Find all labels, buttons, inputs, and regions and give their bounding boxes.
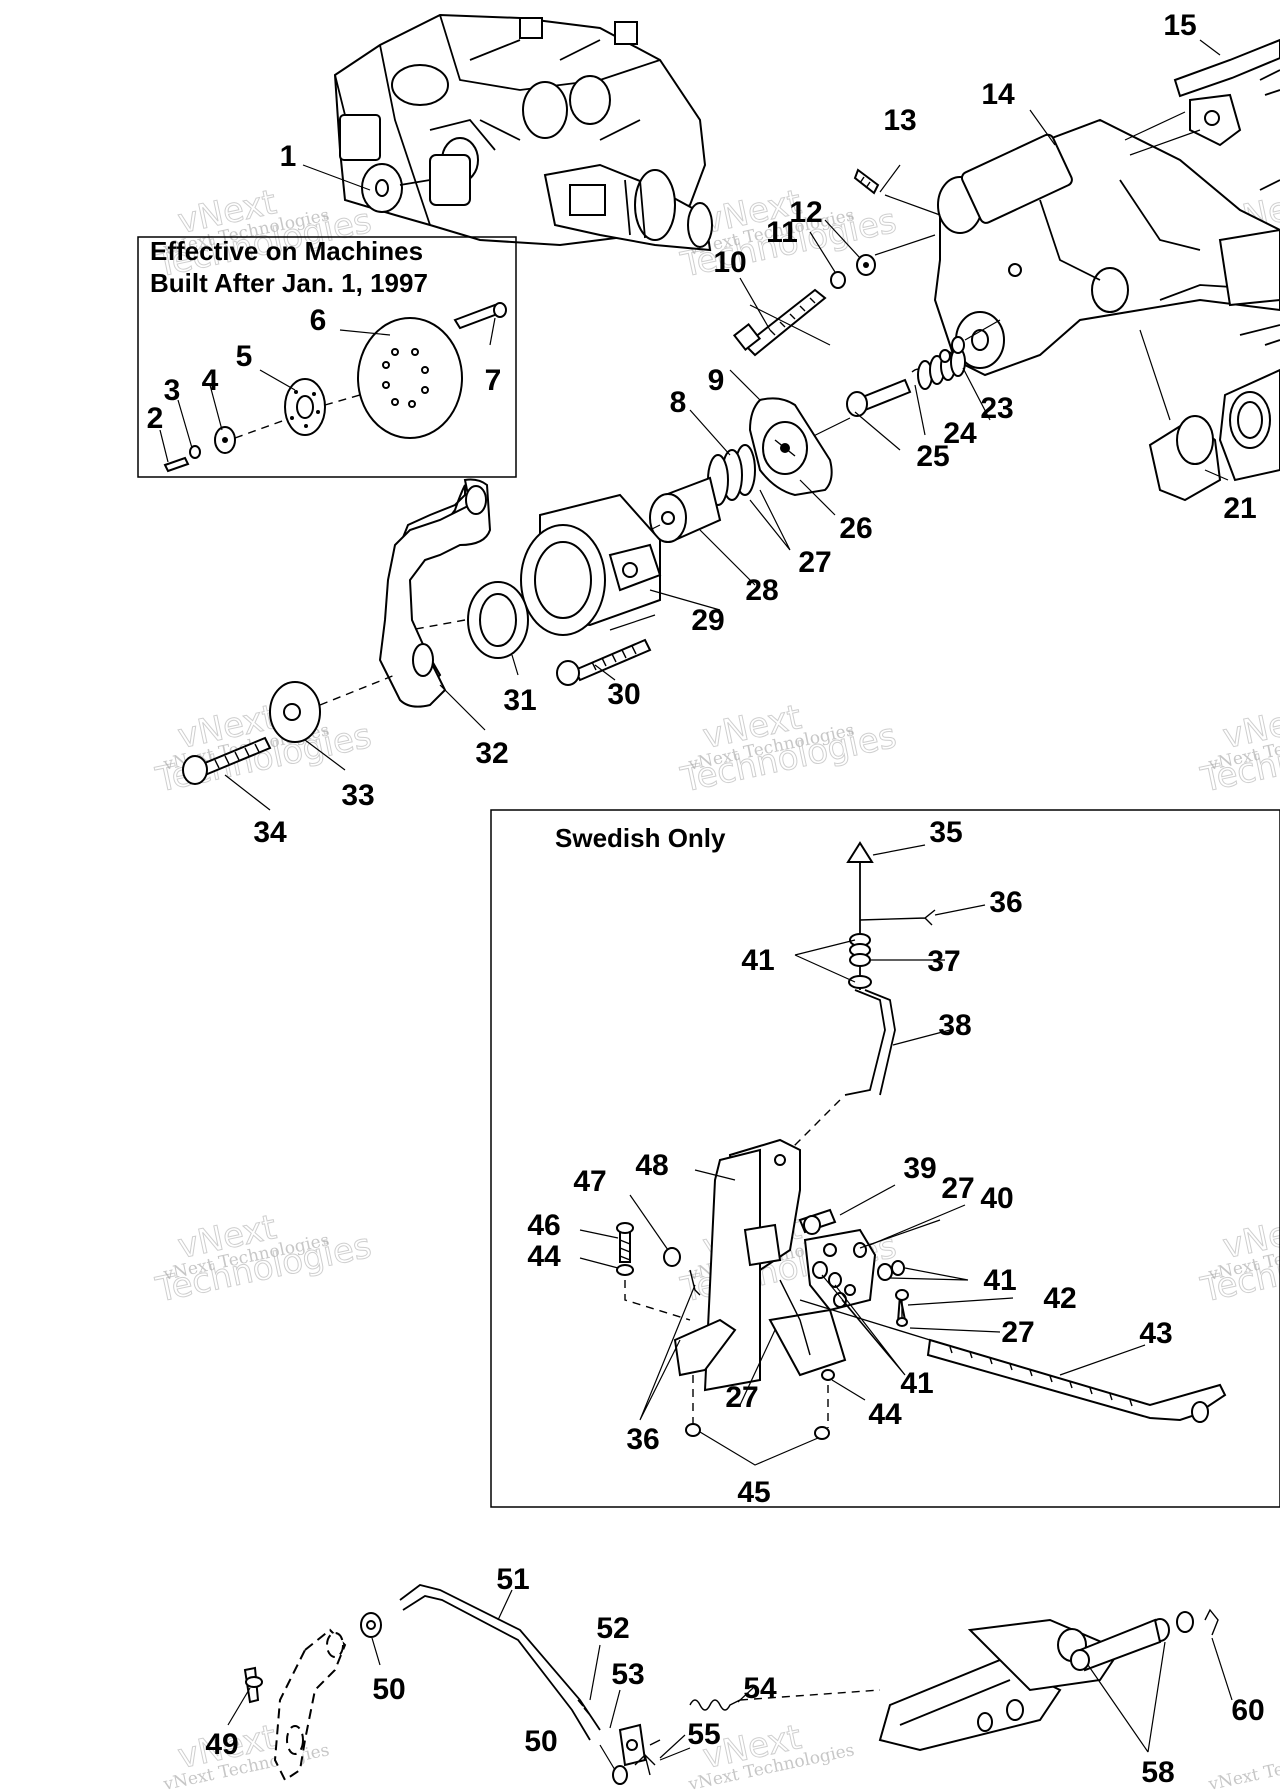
label-11: 11 bbox=[766, 216, 798, 249]
label-32: 32 bbox=[475, 737, 508, 770]
leader-lines bbox=[159, 39, 1233, 1771]
bottom-linkage-drawing bbox=[243, 1584, 1219, 1785]
label-48: 48 bbox=[635, 1149, 668, 1182]
label-13: 13 bbox=[883, 104, 916, 137]
label-43: 43 bbox=[1139, 1317, 1172, 1350]
label-53: 53 bbox=[611, 1658, 644, 1691]
label-2: 2 bbox=[147, 402, 164, 435]
label-47: 47 bbox=[573, 1165, 606, 1198]
pedal-notches bbox=[949, 1346, 1133, 1407]
label-26: 26 bbox=[839, 512, 872, 545]
label-23: 23 bbox=[980, 392, 1013, 425]
label-21: 21 bbox=[1223, 492, 1256, 525]
label-45: 45 bbox=[737, 1476, 770, 1509]
label-41: 41 bbox=[983, 1264, 1016, 1297]
part-32-lever bbox=[378, 478, 492, 708]
label-41: 41 bbox=[900, 1367, 933, 1400]
label-51: 51 bbox=[496, 1563, 529, 1596]
inset-swedish-only: Swedish Only bbox=[490, 809, 1280, 1508]
inset-title-line2: Built After Jan. 1, 1997 bbox=[150, 268, 428, 298]
parts-23-25-pin-spring bbox=[774, 319, 1001, 456]
watermark: vNext Technologies vNext Technologies bbox=[676, 182, 900, 286]
inset-border bbox=[137, 236, 517, 478]
label-46: 46 bbox=[527, 1209, 560, 1242]
label-6: 6 bbox=[310, 304, 327, 337]
label-29: 29 bbox=[691, 604, 724, 637]
label-41: 41 bbox=[741, 944, 774, 977]
label-50: 50 bbox=[372, 1673, 405, 1706]
watermark: vNext Technologies vNext Technologies bbox=[151, 1207, 375, 1311]
label-27: 27 bbox=[725, 1381, 758, 1414]
label-44: 44 bbox=[527, 1240, 561, 1273]
part-30-bolt bbox=[556, 614, 656, 686]
label-27: 27 bbox=[941, 1172, 974, 1205]
watermark-text: vNext Technologies bbox=[1206, 1740, 1280, 1792]
label-36: 36 bbox=[626, 1423, 659, 1456]
parts-27-28-8 bbox=[619, 444, 756, 546]
label-50: 50 bbox=[524, 1725, 557, 1758]
label-60: 60 bbox=[1231, 1694, 1264, 1727]
part-1-washer bbox=[361, 163, 431, 213]
label-37: 37 bbox=[927, 945, 960, 978]
label-54: 54 bbox=[743, 1672, 777, 1705]
label-9: 9 bbox=[708, 364, 725, 397]
label-14: 14 bbox=[981, 78, 1015, 111]
label-28: 28 bbox=[745, 574, 778, 607]
label-40: 40 bbox=[980, 1182, 1013, 1215]
label-15: 15 bbox=[1163, 9, 1196, 42]
label-42: 42 bbox=[1043, 1282, 1076, 1315]
part-21-cylinder bbox=[1139, 324, 1280, 502]
label-55: 55 bbox=[687, 1718, 720, 1751]
label-31: 31 bbox=[503, 684, 536, 717]
label-24: 24 bbox=[943, 417, 977, 450]
label-27: 27 bbox=[798, 546, 831, 579]
inset-title: Swedish Only bbox=[555, 823, 726, 853]
part-33-washer bbox=[269, 674, 396, 743]
label-10: 10 bbox=[713, 246, 746, 279]
label-3: 3 bbox=[164, 374, 181, 407]
part-labels: 1 2 3 4 5 6 7 8 9 10 11 12 13 14 15 21 2… bbox=[147, 9, 1265, 1789]
label-39: 39 bbox=[903, 1152, 936, 1185]
inset-effective-machines: Effective on Machines Built After Jan. 1… bbox=[137, 236, 517, 478]
part-26-plate bbox=[748, 397, 833, 497]
inset-border bbox=[490, 809, 1280, 1508]
label-49: 49 bbox=[205, 1728, 238, 1761]
label-52: 52 bbox=[596, 1612, 629, 1645]
engine-block-drawing bbox=[333, 13, 713, 252]
watermark: vNext Technologies bbox=[1206, 1740, 1280, 1792]
watermark: vNext Technologies vNext Technologies bbox=[676, 697, 900, 801]
label-25: 25 bbox=[916, 440, 949, 473]
label-4: 4 bbox=[202, 364, 219, 397]
watermark: vNext Technologies vNext Technologies bbox=[1196, 1207, 1280, 1311]
part-14-housing bbox=[933, 118, 1280, 377]
label-44: 44 bbox=[868, 1398, 902, 1431]
label-1: 1 bbox=[280, 140, 297, 173]
part-29-hub bbox=[520, 493, 662, 636]
label-35: 35 bbox=[929, 816, 962, 849]
disc-holes bbox=[382, 348, 429, 408]
label-30: 30 bbox=[607, 678, 640, 711]
label-27: 27 bbox=[1001, 1316, 1034, 1349]
label-33: 33 bbox=[341, 779, 374, 812]
watermark: vNext Technologies vNext Technologies bbox=[1196, 697, 1280, 801]
label-12: 12 bbox=[789, 196, 822, 229]
label-38: 38 bbox=[938, 1009, 971, 1042]
label-7: 7 bbox=[485, 364, 502, 397]
part-31-seal bbox=[409, 581, 529, 659]
label-36: 36 bbox=[989, 886, 1022, 919]
label-58: 58 bbox=[1141, 1756, 1174, 1789]
label-34: 34 bbox=[253, 816, 287, 849]
part-15-rod bbox=[1124, 38, 1280, 156]
label-5: 5 bbox=[236, 340, 253, 373]
label-8: 8 bbox=[670, 386, 687, 419]
inset-title-line1: Effective on Machines bbox=[150, 236, 423, 266]
part-34-bolt bbox=[182, 736, 272, 785]
